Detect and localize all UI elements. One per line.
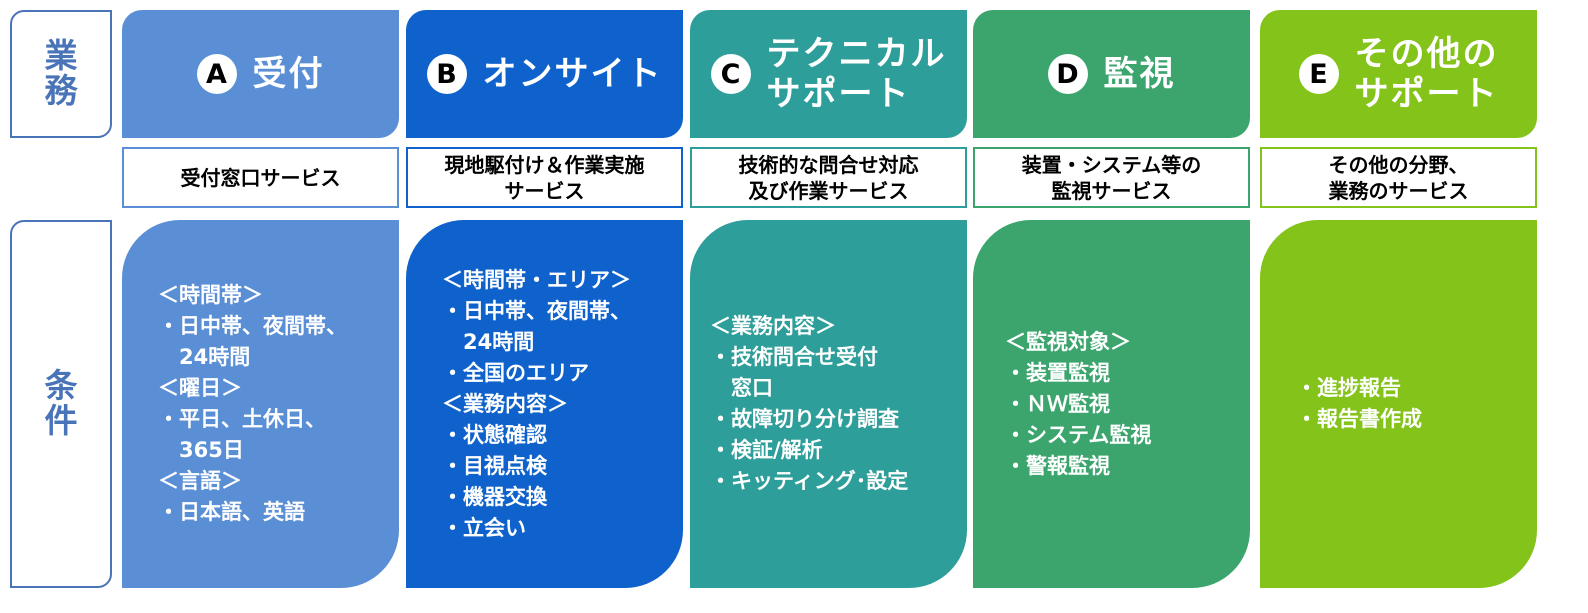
letter-badge-c: C [710, 54, 751, 94]
condition-line: ＜時間帯・エリア＞ [442, 267, 631, 292]
condition-line: ＜曜日＞ [158, 376, 242, 400]
condition-line: ・検証/解析 [710, 438, 823, 462]
column-header-d: D 監視 [973, 10, 1250, 138]
column-description-c: 技術的な問合せ対応 及び作業サービス [690, 147, 967, 208]
column-header-c: C テクニカル サポート [690, 10, 967, 138]
letter-badge-a: A [196, 54, 237, 94]
column-description-d: 装置・システム等の 監視サービス [973, 147, 1250, 208]
condition-line: ・技術問合せ受付 [710, 345, 878, 369]
column-conditions-d: ＜監視対象＞ ・装置監視・ＮＷ監視・システム監視・警報監視 [973, 220, 1250, 588]
row-label-joken-text: 条件 [44, 366, 78, 440]
condition-line: ＜時間帯＞ [158, 283, 263, 307]
conditions-list-b: ＜時間帯・エリア＞ ・日中帯、夜間帯、 24時間・全国のエリア ＜業務内容＞ ・状態確… [442, 265, 631, 544]
condition-line: ＜業務内容＞ [442, 391, 568, 416]
column-conditions-b: ＜時間帯・エリア＞ ・日中帯、夜間帯、 24時間・全国のエリア ＜業務内容＞ ・状態確… [406, 220, 683, 588]
column-title-d: 監視 [1103, 53, 1176, 94]
condition-line: ・進捗報告 [1296, 376, 1401, 400]
condition-line: ・キッティング･設定 [710, 469, 909, 493]
condition-line: ＜言語＞ [158, 469, 242, 493]
column-title-c: テクニカル サポート [766, 33, 947, 114]
column-title-e: その他の サポート [1354, 33, 1499, 114]
condition-line: ・目視点検 [442, 453, 547, 478]
condition-line: ・機器交換 [442, 484, 547, 509]
conditions-list-d: ＜監視対象＞ ・装置監視・ＮＷ監視・システム監視・警報監視 [1005, 327, 1151, 482]
column-conditions-e: ・進捗報告・報告書作成 [1260, 220, 1537, 588]
condition-line: ・立会い [442, 515, 526, 540]
conditions-list-c: ＜業務内容＞ ・技術問合せ受付 窓口・故障切り分け調査・検証/解析・キッティング･… [710, 311, 908, 497]
column-header-b: B オンサイト [406, 10, 683, 138]
condition-line: ・平日、土休日、 [158, 407, 326, 431]
column-header-e: E その他の サポート [1260, 10, 1537, 138]
letter-badge-d: D [1047, 54, 1088, 94]
condition-line: 24時間 [158, 345, 251, 369]
condition-line: ＜監視対象＞ [1005, 329, 1131, 354]
condition-line: ＜業務内容＞ [710, 314, 836, 338]
column-description-b: 現地駆付け＆作業実施 サービス [406, 147, 683, 208]
condition-line: ・報告書作成 [1296, 407, 1422, 431]
condition-line: ・日中帯、夜間帯、 [442, 298, 631, 323]
column-conditions-c: ＜業務内容＞ ・技術問合せ受付 窓口・故障切り分け調査・検証/解析・キッティング･… [690, 220, 967, 588]
condition-line: 窓口 [710, 376, 773, 400]
row-label-gyomu: 業務 [10, 10, 112, 138]
condition-line: ・装置監視 [1005, 360, 1110, 385]
conditions-list-a: ＜時間帯＞ ・日中帯、夜間帯、 24時間 ＜曜日＞ ・平日、土休日、 365日 ＜言語＞… [158, 280, 347, 528]
condition-line: ・日本語、英語 [158, 500, 305, 524]
condition-line: ・故障切り分け調査 [710, 407, 899, 431]
column-description-e: その他の分野、 業務のサービス [1260, 147, 1537, 208]
condition-line: ・システム監視 [1005, 422, 1152, 447]
condition-line: ・ＮＷ監視 [1005, 391, 1110, 416]
condition-line: 24時間 [442, 329, 535, 354]
column-header-a: A 受付 [122, 10, 399, 138]
row-label-gyomu-text: 業務 [44, 36, 78, 110]
column-description-a: 受付窓口サービス [122, 147, 399, 208]
letter-badge-e: E [1298, 54, 1339, 94]
condition-line: ・警報監視 [1005, 453, 1110, 478]
column-title-a: 受付 [252, 53, 325, 94]
column-conditions-a: ＜時間帯＞ ・日中帯、夜間帯、 24時間 ＜曜日＞ ・平日、土休日、 365日 ＜言語＞… [122, 220, 399, 588]
condition-line: ・日中帯、夜間帯、 [158, 314, 347, 338]
conditions-list-e: ・進捗報告・報告書作成 [1296, 373, 1422, 435]
letter-badge-b: B [426, 54, 467, 94]
column-title-b: オンサイト [482, 53, 663, 94]
condition-line: ・状態確認 [442, 422, 547, 447]
condition-line: 365日 [158, 438, 244, 462]
row-label-joken: 条件 [10, 220, 112, 588]
condition-line: ・全国のエリア [442, 360, 589, 385]
